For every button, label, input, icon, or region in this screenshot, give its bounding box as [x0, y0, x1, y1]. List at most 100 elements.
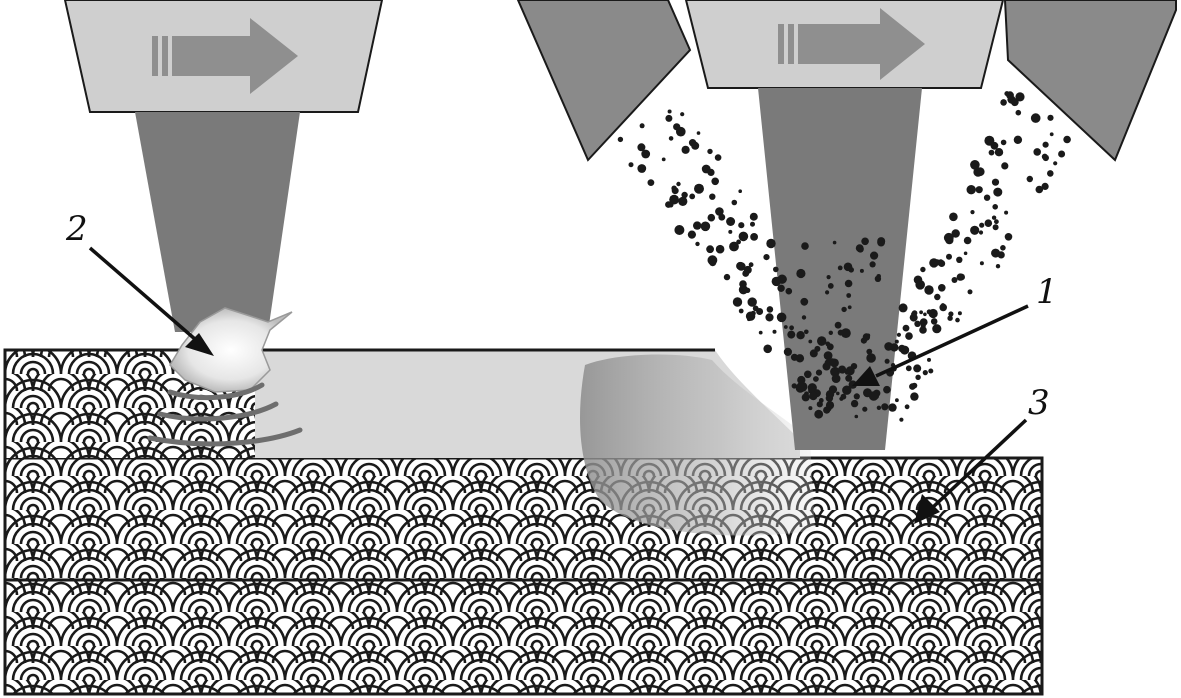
powder-particle [687, 230, 697, 239]
label-2: 2 [65, 209, 88, 249]
callout-3: 3 [914, 383, 1050, 524]
powder-particle [628, 162, 634, 168]
powder-particle [963, 236, 972, 245]
powder-particle [715, 207, 724, 216]
powder-particle [637, 143, 646, 152]
left-laser-beam [135, 112, 300, 332]
powder-particle [807, 383, 817, 393]
powder-particle [766, 306, 774, 313]
powder-particle [742, 270, 750, 277]
powder-particle [749, 212, 758, 221]
powder-particle [979, 222, 985, 228]
powder-particle [689, 193, 696, 200]
powder-particle [846, 293, 852, 298]
callouts: 2 1 3 [65, 209, 1058, 524]
powder-particle [814, 409, 824, 419]
powder-particle [801, 315, 807, 320]
powder-particle [676, 126, 686, 137]
callout-2: 2 [65, 209, 214, 356]
powder-particle [641, 149, 651, 159]
label-3: 3 [1028, 383, 1050, 423]
powder-particle [707, 148, 713, 155]
powder-particle [813, 376, 819, 382]
powder-particle [776, 312, 787, 323]
powder-particle [939, 303, 947, 312]
powder-particle [884, 358, 890, 364]
powder-particle [947, 315, 953, 321]
powder-particle [862, 406, 868, 412]
powder-particle [862, 333, 871, 341]
powder-particle [694, 183, 704, 194]
powder-particle [1049, 132, 1054, 137]
powder-particle [738, 231, 749, 242]
powder-particle [763, 344, 772, 354]
powder-particle [910, 392, 919, 401]
powder-particle [791, 383, 797, 389]
powder-particle [846, 389, 851, 394]
powder-particle [797, 381, 808, 392]
powder-particle [731, 199, 738, 206]
powder-particle [750, 310, 756, 316]
powder-particle [973, 167, 983, 177]
powder-particle [845, 374, 853, 382]
powder-particle [723, 273, 731, 281]
powder-particle [902, 324, 910, 332]
powder-particle [847, 305, 852, 310]
powder-particle [1004, 210, 1009, 215]
powder-particle [783, 325, 788, 329]
powder-particle [1015, 92, 1025, 102]
powder-particle [984, 135, 995, 146]
powder-particle [1058, 150, 1066, 158]
right-powder-nozzle [1003, 0, 1177, 162]
powder-particle [914, 320, 921, 327]
powder-particle [928, 368, 934, 374]
powder-particle [783, 277, 787, 282]
powder-particle [732, 297, 743, 307]
powder-particle [804, 370, 812, 379]
powder-particle [1006, 91, 1014, 100]
powder-particle [1035, 185, 1044, 194]
powder-particle [1047, 114, 1054, 121]
left-laser-head [63, 0, 384, 332]
powder-particle [970, 160, 980, 170]
powder-stream [617, 91, 1071, 422]
powder-particle [787, 330, 796, 339]
powder-particle [817, 336, 827, 346]
powder-particle [766, 238, 776, 249]
powder-particle [832, 240, 837, 245]
powder-particle [828, 330, 833, 335]
powder-particle [748, 262, 754, 268]
powder-particle [825, 290, 830, 295]
powder-particle [923, 312, 927, 317]
powder-particle [1033, 148, 1041, 156]
powder-particle [866, 348, 873, 355]
powder-particle [898, 344, 906, 353]
powder-particle [859, 268, 864, 273]
powder-particle [706, 245, 714, 254]
powder-particle [726, 217, 736, 226]
powder-particle [796, 331, 805, 340]
powder-particle [676, 181, 681, 187]
powder-particle [919, 326, 927, 334]
powder-particle [876, 405, 882, 410]
powder-particle [773, 266, 779, 273]
powder-particle [795, 354, 805, 363]
powder-particle [695, 241, 700, 247]
powder-particle [1000, 99, 1007, 106]
powder-particle [681, 145, 690, 154]
substrate-lower-layer [3, 578, 1044, 696]
powder-particle [975, 186, 983, 194]
powder-particle [869, 261, 876, 268]
powder-particle [956, 256, 963, 263]
powder-particle [771, 276, 781, 287]
powder-particle [647, 179, 655, 187]
powder-particle [667, 109, 672, 114]
powder-particle [853, 393, 860, 400]
powder-particle [789, 325, 794, 331]
powder-particle [872, 252, 877, 257]
powder-particle [983, 194, 991, 201]
powder-particle [884, 342, 893, 351]
powder-particle [744, 287, 751, 293]
powder-particle [949, 212, 958, 222]
powder-particle [700, 221, 711, 232]
